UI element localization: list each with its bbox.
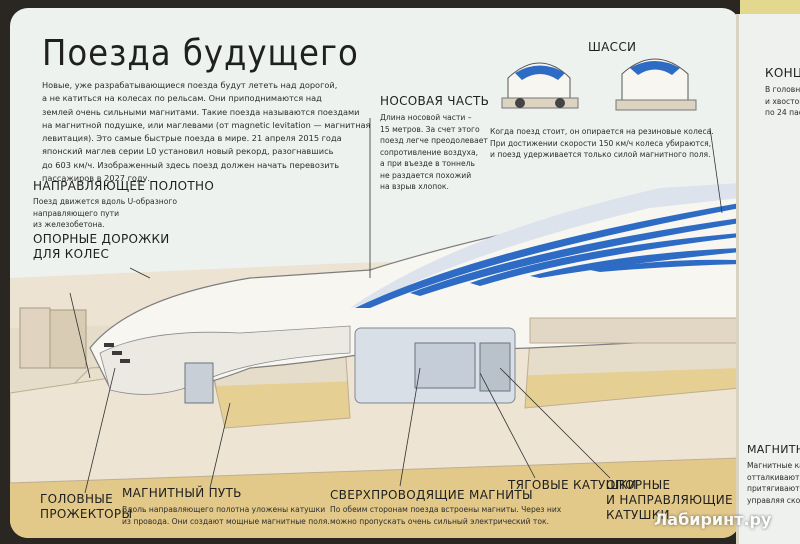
headlights-label: Головные прожекторы [40,492,132,522]
wheel-tracks-label: Опорные дорожки для колес [33,232,170,262]
intro-line: левитация). Это самые быстрые поезда в м… [42,133,342,144]
superconducting-text: По обеим сторонам поезда встроены магнит… [330,504,561,527]
nose-text: Длина носовой части – 15 метров. За счет… [380,112,488,193]
intro-line: землей очень сильными магнитами. Такие п… [42,106,360,117]
headlights-line: прожекторы [40,507,133,521]
magnetic-right-line: управляя скоро [747,495,800,505]
end-car-text: В головно и хвостов по 24 пассаж [765,84,800,119]
superconducting-line: По обеим сторонам поезда встроены магнит… [330,505,562,514]
nose-line: сопротивление воздуха, [380,147,479,157]
superconducting-line: можно пропускать очень сильный электриче… [330,516,549,526]
intro-line: японский маглев серии L0 установил новый… [42,146,334,157]
intro-line: пассажиров в 2027 году. [42,173,151,184]
support-coils-line: и направляющие [606,493,733,507]
magnetic-right-line: Магнитные кат [747,461,800,470]
nose-title: Носовая часть [380,94,490,108]
nose-line: поезд легче преодолевает [380,136,488,145]
intro-line: а не катиться на колесах по рельсам. Они… [42,93,322,104]
headlights-line: Головные [40,492,114,506]
chassis-line: и поезд удерживается только силой магнит… [490,150,711,159]
support-coils-label: Опорные и направляющие катушки [606,478,733,523]
guideway-line: из железобетона. [33,220,105,229]
nose-line: 15 метров. За счет этого [380,124,480,134]
nose-line: не раздается похожий [380,170,472,180]
magnetic-right-title: Магнитны [747,443,800,456]
magnetic-path-line: Вдоль направляющего полотна уложены кату… [122,505,326,514]
wheel-tracks-line: для колес [33,247,110,261]
nose-line: на взрыв хлопок. [380,182,449,191]
intro-paragraph: Новые, уже разрабатывающиеся поезда буду… [42,79,387,185]
intro-line: на магнитной подушке, или маглевами (от … [42,119,371,130]
magnetic-path-title: Магнитный путь [122,486,242,500]
support-coils-line: Опорные [606,478,671,492]
chassis-line: При достижении скорости 150 км/ч колеса … [490,138,712,148]
chassis-diagram-left [501,62,579,109]
nose-line: а при въезде в тоннель [380,159,475,168]
traction-coils-label: Тяговые катушки [508,478,637,492]
end-car-title: Концев [765,66,800,80]
end-car-line: по 24 пассаж [765,108,800,117]
guideway-title: Направляющее полотно [33,179,215,193]
chassis-line: Когда поезд стоит, он опирается на резин… [490,127,714,136]
magnetic-path-text: Вдоль направляющего полотна уложены кату… [122,504,330,527]
guideway-line: направляющего пути [33,208,120,218]
magnetic-path-line: из провода. Они создают мощные магнитные… [122,516,330,526]
intro-line: до 603 км/ч. Изображенный здесь поезд до… [42,159,340,170]
chassis-diagram-right [615,58,697,111]
magnetic-right-line: притягиваются [747,484,800,493]
magnetic-right-line: отталкиваются [747,472,800,482]
watermark: Лабиринт.ру [654,510,772,529]
guideway-text: Поезд движется вдоль U-образного направл… [33,196,177,231]
chassis-text: Когда поезд стоит, он опирается на резин… [490,126,714,161]
guideway-line: Поезд движется вдоль U-образного [33,197,177,206]
end-car-line: и хвостов [765,96,800,106]
left-page: Поезда будущего Новые, уже разрабатывающ… [10,8,740,538]
wheel-tracks-line: Опорные дорожки [33,232,170,246]
intro-line: Новые, уже разрабатывающиеся поезда буду… [42,80,338,90]
page-title: Поезда будущего [42,33,359,74]
chassis-title: шасси [588,40,637,54]
train-illustration [10,58,740,538]
support-coils-line: катушки [606,508,670,522]
superconducting-title: Сверхпроводящие магниты [330,488,533,502]
nose-line: Длина носовой части – [380,113,472,122]
right-page: Концев В головно и хвостов по 24 пассаж … [736,14,800,544]
end-car-line: В головно [765,85,800,94]
magnetic-right-text: Магнитные кат отталкиваются притягиваютс… [747,460,800,506]
